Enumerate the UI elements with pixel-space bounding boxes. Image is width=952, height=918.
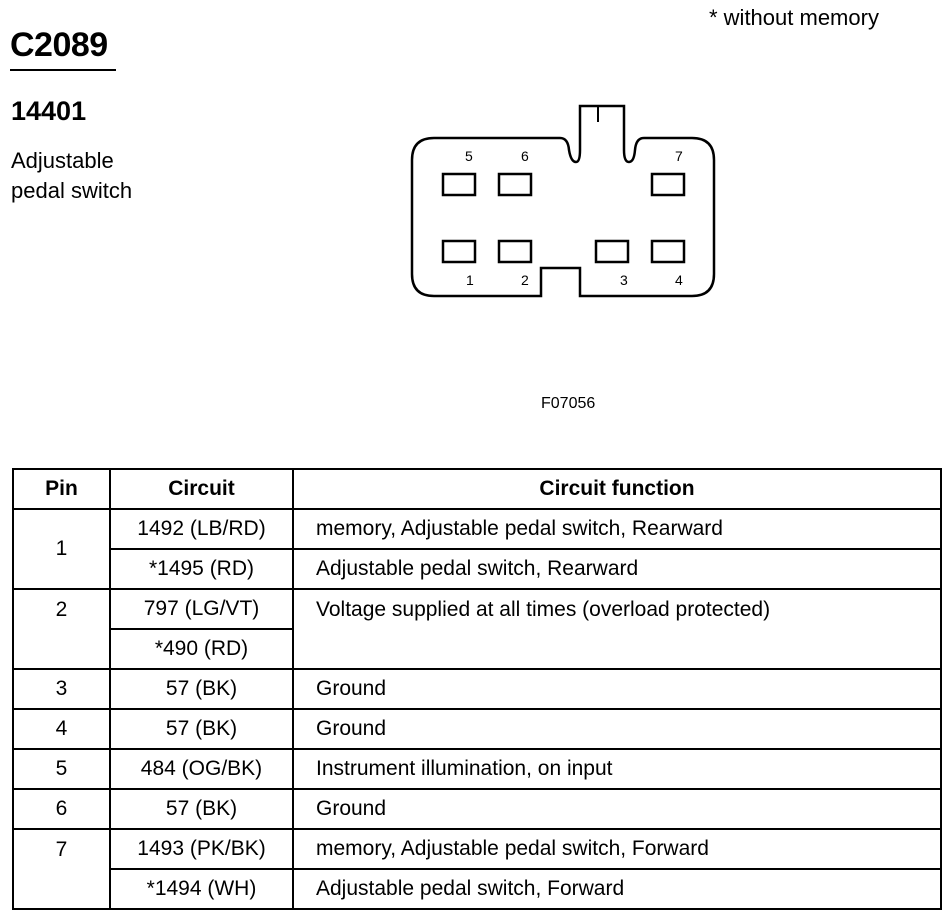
circuit-cell: *490 (RD) — [109, 628, 294, 670]
pin-cell: 3 — [12, 668, 111, 710]
pin-label-4: 4 — [675, 272, 683, 288]
pin-label-6: 6 — [521, 148, 529, 164]
pin-label-2: 2 — [521, 272, 529, 288]
function-cell: Voltage supplied at all times (overload … — [292, 588, 942, 670]
circuit-cell: *1494 (WH) — [109, 868, 294, 910]
pin-cell: 4 — [12, 708, 111, 750]
connector-outline — [410, 104, 716, 298]
circuit-cell: 797 (LG/VT) — [109, 588, 294, 630]
header-function: Circuit function — [292, 468, 942, 510]
table-row: 5 484 (OG/BK) Instrument illumination, o… — [12, 748, 942, 790]
pin-cavity-1 — [441, 239, 477, 264]
function-cell: Instrument illumination, on input — [292, 748, 942, 790]
pin-label-7: 7 — [675, 148, 683, 164]
header-pin: Pin — [12, 468, 111, 510]
circuit-cell: 1492 (LB/RD) — [109, 508, 294, 550]
table-row: *490 (RD) — [13, 628, 941, 670]
function-cell: memory, Adjustable pedal switch, Rearwar… — [292, 508, 942, 550]
without-memory-note: * without memory — [709, 5, 879, 30]
function-cell: Ground — [292, 668, 942, 710]
pin-cell: 7 — [12, 828, 111, 910]
pin-cell: 5 — [12, 748, 111, 790]
table-row: *1495 (RD) Adjustable pedal switch, Rear… — [13, 548, 942, 590]
header-circuit: Circuit — [109, 468, 294, 510]
connector-description-line1: Adjustable — [11, 148, 114, 173]
connector-face-diagram: 5 6 7 1 2 3 4 — [410, 104, 716, 298]
connector-id: C2089 — [10, 26, 108, 64]
function-cell: Ground — [292, 788, 942, 830]
pin-label-5: 5 — [465, 148, 473, 164]
table-row: 7 1493 (PK/BK) memory, Adjustable pedal … — [12, 828, 942, 910]
pin-label-3: 3 — [620, 272, 628, 288]
title-underline — [10, 69, 116, 71]
circuit-cell: 57 (BK) — [109, 708, 294, 750]
circuit-cell: 57 (BK) — [109, 788, 294, 830]
pin-circuit-table: Pin Circuit Circuit function 1 1492 (LB/… — [12, 468, 942, 910]
pin-cell: 6 — [12, 788, 111, 830]
connector-description-line2: pedal switch — [11, 178, 133, 203]
pin-cavity-7 — [650, 172, 686, 197]
pin-cavity-5 — [441, 172, 477, 197]
part-number: 14401 — [11, 96, 87, 126]
pin-cavity-4 — [650, 239, 686, 264]
figure-code: F07056 — [541, 395, 596, 412]
circuit-cell: *1495 (RD) — [109, 548, 294, 590]
pin-cavity-6 — [497, 172, 533, 197]
pin-cell: 1 — [12, 508, 111, 590]
table-header-row: Pin Circuit Circuit function — [12, 468, 942, 510]
table-row: 6 57 (BK) Ground — [12, 788, 942, 830]
pin-cavity-2 — [497, 239, 533, 264]
function-cell: memory, Adjustable pedal switch, Forward — [292, 828, 942, 870]
pin-cell: 2 — [12, 588, 111, 670]
table-row: 3 57 (BK) Ground — [12, 668, 942, 710]
table-row: 2 797 (LG/VT) Voltage supplied at all ti… — [12, 588, 942, 670]
circuit-cell: 1493 (PK/BK) — [109, 828, 294, 870]
function-cell: Adjustable pedal switch, Forward — [292, 868, 942, 910]
table-row: 1 1492 (LB/RD) memory, Adjustable pedal … — [12, 508, 942, 590]
function-cell: Adjustable pedal switch, Rearward — [292, 548, 942, 590]
pin-cavity-3 — [594, 239, 630, 264]
table-row: *1494 (WH) Adjustable pedal switch, Forw… — [13, 868, 942, 910]
table-row: 4 57 (BK) Ground — [12, 708, 942, 750]
circuit-cell: 57 (BK) — [109, 668, 294, 710]
circuit-cell: 484 (OG/BK) — [109, 748, 294, 790]
function-cell: Ground — [292, 708, 942, 750]
pin-label-1: 1 — [466, 272, 474, 288]
